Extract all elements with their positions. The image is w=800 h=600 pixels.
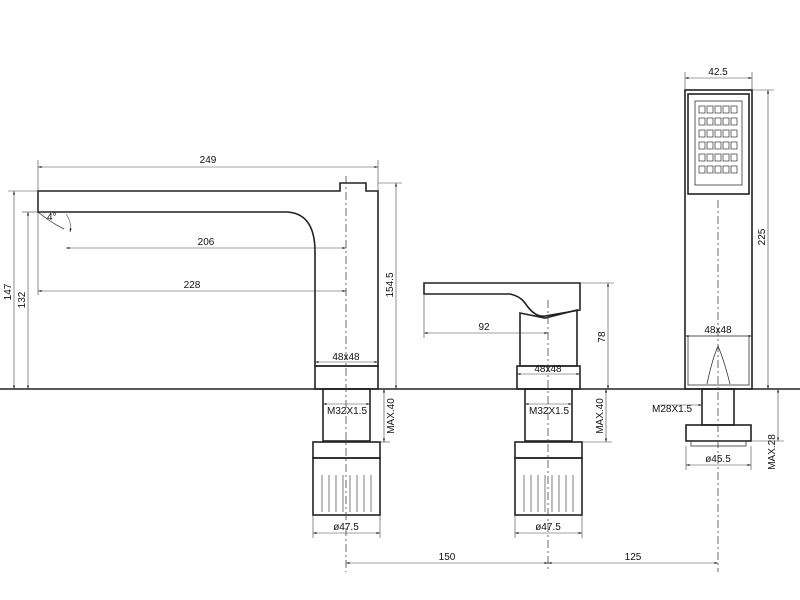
dim-spout-thread: M32X1.5 — [327, 406, 367, 417]
spout-shank — [322, 388, 371, 442]
dim-78: 78 — [597, 331, 608, 343]
nozzle — [706, 117, 714, 126]
nozzle — [722, 105, 730, 114]
nozzle — [706, 105, 714, 114]
spout-nut-ribs — [321, 475, 372, 512]
spout-tip — [37, 211, 65, 230]
mixer-body — [519, 308, 578, 367]
dim-147: 147 — [3, 283, 14, 300]
dim-angle: 4° — [47, 212, 57, 223]
nozzle — [730, 129, 738, 138]
nozzle — [730, 105, 738, 114]
dim-228: 228 — [184, 280, 201, 291]
nozzle — [730, 117, 738, 126]
mixer-nut — [514, 457, 583, 516]
nozzle — [714, 165, 722, 174]
dim-154-5: 154.5 — [385, 272, 396, 297]
dim-92: 92 — [478, 322, 490, 333]
mixer-drawing: 92 78 48x48 M32X1.5 MAX.40 ø47.5 — [423, 282, 614, 572]
nozzle — [714, 141, 722, 150]
nozzle — [706, 165, 714, 174]
nozzle — [730, 165, 738, 174]
nozzle — [706, 129, 714, 138]
nozzle — [698, 165, 706, 174]
shower-face — [694, 100, 743, 186]
shower-hose-inlet — [706, 344, 731, 385]
dim-mixer-dia: ø47.5 — [535, 522, 561, 533]
dim-249: 249 — [200, 155, 217, 166]
shower-washer — [690, 440, 747, 447]
nozzle — [722, 117, 730, 126]
spacing-dimensions: 150 125 — [346, 552, 718, 565]
nozzle — [714, 153, 722, 162]
mixer-nut-ribs — [523, 475, 574, 512]
dim-spout-dia: ø47.5 — [333, 522, 359, 533]
dim-132: 132 — [17, 291, 28, 308]
nozzle — [706, 141, 714, 150]
dim-shower-thread: M28X1.5 — [652, 404, 692, 415]
mixer-nut-top — [514, 441, 583, 459]
nozzle — [698, 129, 706, 138]
dim-225: 225 — [757, 228, 768, 245]
shower-drawing: 42.5 225 48x48 M28X1.5 MAX.28 ø45.5 — [652, 67, 784, 572]
dim-spout-base: 48x48 — [332, 352, 360, 363]
nozzle — [698, 141, 706, 150]
dim-mixer-base: 48x48 — [534, 364, 562, 375]
shower-nut — [685, 424, 752, 442]
spout-nut-top — [312, 441, 381, 459]
dim-shower-dia: ø45.5 — [705, 454, 731, 465]
dim-shower-base: 48x48 — [704, 325, 732, 336]
dim-spacing-150: 150 — [439, 552, 456, 563]
nozzle — [698, 105, 706, 114]
nozzle — [730, 141, 738, 150]
mixer-lever — [423, 282, 581, 318]
dim-206: 206 — [198, 237, 215, 248]
dim-shower-max: MAX.28 — [767, 434, 778, 470]
shower-nozzles — [698, 105, 738, 174]
nozzle — [698, 117, 706, 126]
spout-outline — [37, 182, 379, 367]
nozzle — [706, 153, 714, 162]
nozzle — [714, 117, 722, 126]
dim-42-5: 42.5 — [708, 67, 728, 78]
dim-mixer-max: MAX.40 — [595, 398, 606, 434]
dim-spacing-125: 125 — [625, 552, 642, 563]
dim-spout-max: MAX.40 — [386, 398, 397, 434]
shower-holder — [687, 335, 750, 386]
shower-head — [687, 93, 750, 195]
dim-mixer-thread: M32X1.5 — [529, 406, 569, 417]
mixer-shank — [524, 388, 573, 442]
spout-base — [314, 365, 379, 390]
nozzle — [722, 165, 730, 174]
nozzle — [722, 153, 730, 162]
nozzle — [698, 153, 706, 162]
nozzle — [722, 129, 730, 138]
spout-drawing: 249 206 228 4° 147 132 154.5 48x48 M32X1… — [3, 155, 402, 572]
nozzle — [714, 105, 722, 114]
nozzle — [730, 153, 738, 162]
nozzle — [714, 129, 722, 138]
nozzle — [722, 141, 730, 150]
spout-nut — [312, 457, 381, 516]
